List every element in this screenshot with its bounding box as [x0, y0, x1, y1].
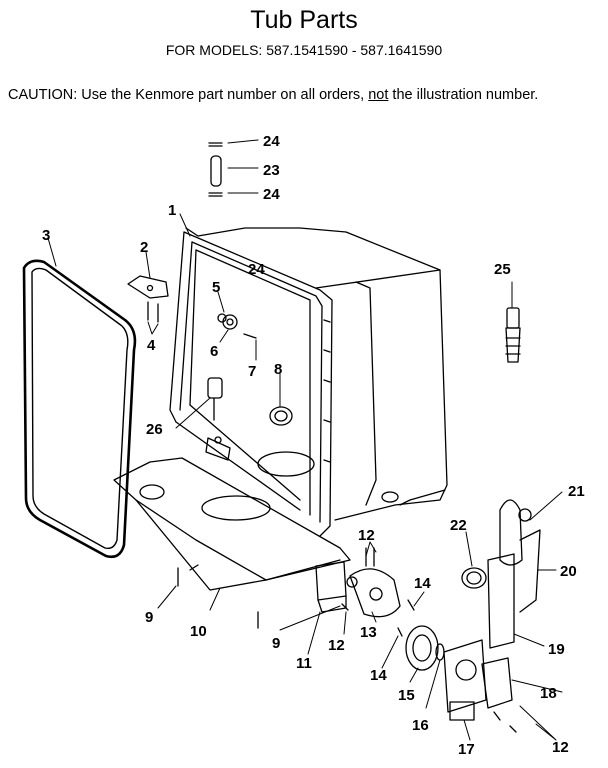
callout-9a: 9: [145, 609, 153, 626]
spring-fitting: [505, 307, 521, 363]
callout-3: 3: [42, 227, 50, 244]
callout-21: 21: [568, 483, 585, 500]
callout-4: 4: [147, 337, 156, 354]
fill-funnel-parts: [208, 139, 259, 197]
callout-7: 7: [248, 363, 256, 380]
page-title: Tub Parts: [250, 6, 358, 34]
callout-1: 1: [168, 202, 176, 219]
callout-9b: 9: [272, 635, 280, 652]
callout-22: 22: [450, 517, 467, 534]
small-hardware: [217, 313, 257, 339]
callout-6: 6: [210, 343, 218, 360]
callout-18: 18: [540, 685, 557, 702]
bottom-pan: [113, 457, 351, 591]
mounting-plate: [443, 639, 487, 721]
tub-assembly: [169, 227, 448, 537]
caution-note: CAUTION: Use the Kenmore part number on …: [8, 87, 538, 103]
bracket-and-tube: [481, 553, 515, 709]
callout-19: 19: [548, 641, 565, 658]
hinge-bracket: [127, 275, 169, 323]
callout-16: 16: [412, 717, 429, 734]
callout-24c: 24: [248, 261, 265, 278]
callout-12b: 12: [328, 637, 345, 654]
callout-11: 11: [296, 655, 312, 672]
callout-10: 10: [190, 623, 207, 640]
callout-24b: 24: [263, 186, 280, 203]
callout-26: 26: [146, 421, 163, 438]
impeller-parts: [405, 625, 445, 671]
model-numbers: FOR MODELS: 587.1541590 - 587.1641590: [165, 42, 443, 58]
callout-23: 23: [263, 162, 280, 179]
callout-15: 15: [398, 687, 415, 704]
callout-14b: 14: [370, 667, 387, 684]
callout-13: 13: [360, 624, 377, 641]
drain-parts: [461, 499, 541, 613]
callout-12c: 12: [552, 739, 569, 756]
screws: [177, 547, 517, 733]
callout-14a: 14: [414, 575, 431, 592]
leader-lines: [47, 213, 563, 741]
callout-8: 8: [274, 361, 282, 378]
callout-2: 2: [140, 239, 148, 256]
pump-parts: [315, 561, 401, 618]
caution-text-end: the illustration number.: [388, 87, 539, 103]
door-gasket: [22, 259, 137, 559]
callout-24a: 24: [263, 133, 280, 150]
callout-20: 20: [560, 563, 577, 580]
callout-12a: 12: [358, 527, 375, 544]
caution-emphasis: not: [368, 87, 389, 103]
float-assembly: [207, 377, 223, 421]
caution-text: CAUTION: Use the Kenmore part number on …: [8, 87, 369, 103]
callout-17: 17: [458, 741, 475, 758]
callout-5: 5: [212, 279, 220, 296]
callout-25: 25: [494, 261, 511, 278]
